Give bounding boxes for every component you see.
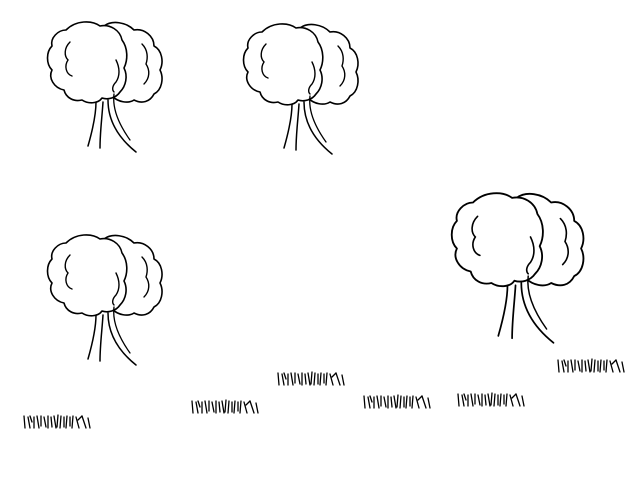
grass-tuft-icon	[557, 358, 625, 373]
tree-icon	[450, 192, 585, 344]
grass-tuft-icon	[23, 414, 91, 429]
tree-icon	[242, 23, 359, 155]
grass-tuft-icon	[277, 371, 345, 386]
grass-tuft-icon	[363, 394, 431, 409]
tree-icon	[46, 21, 163, 153]
grass-tuft-icon	[457, 392, 525, 407]
tree-icon	[46, 234, 163, 366]
grass-tuft-icon	[191, 399, 259, 414]
